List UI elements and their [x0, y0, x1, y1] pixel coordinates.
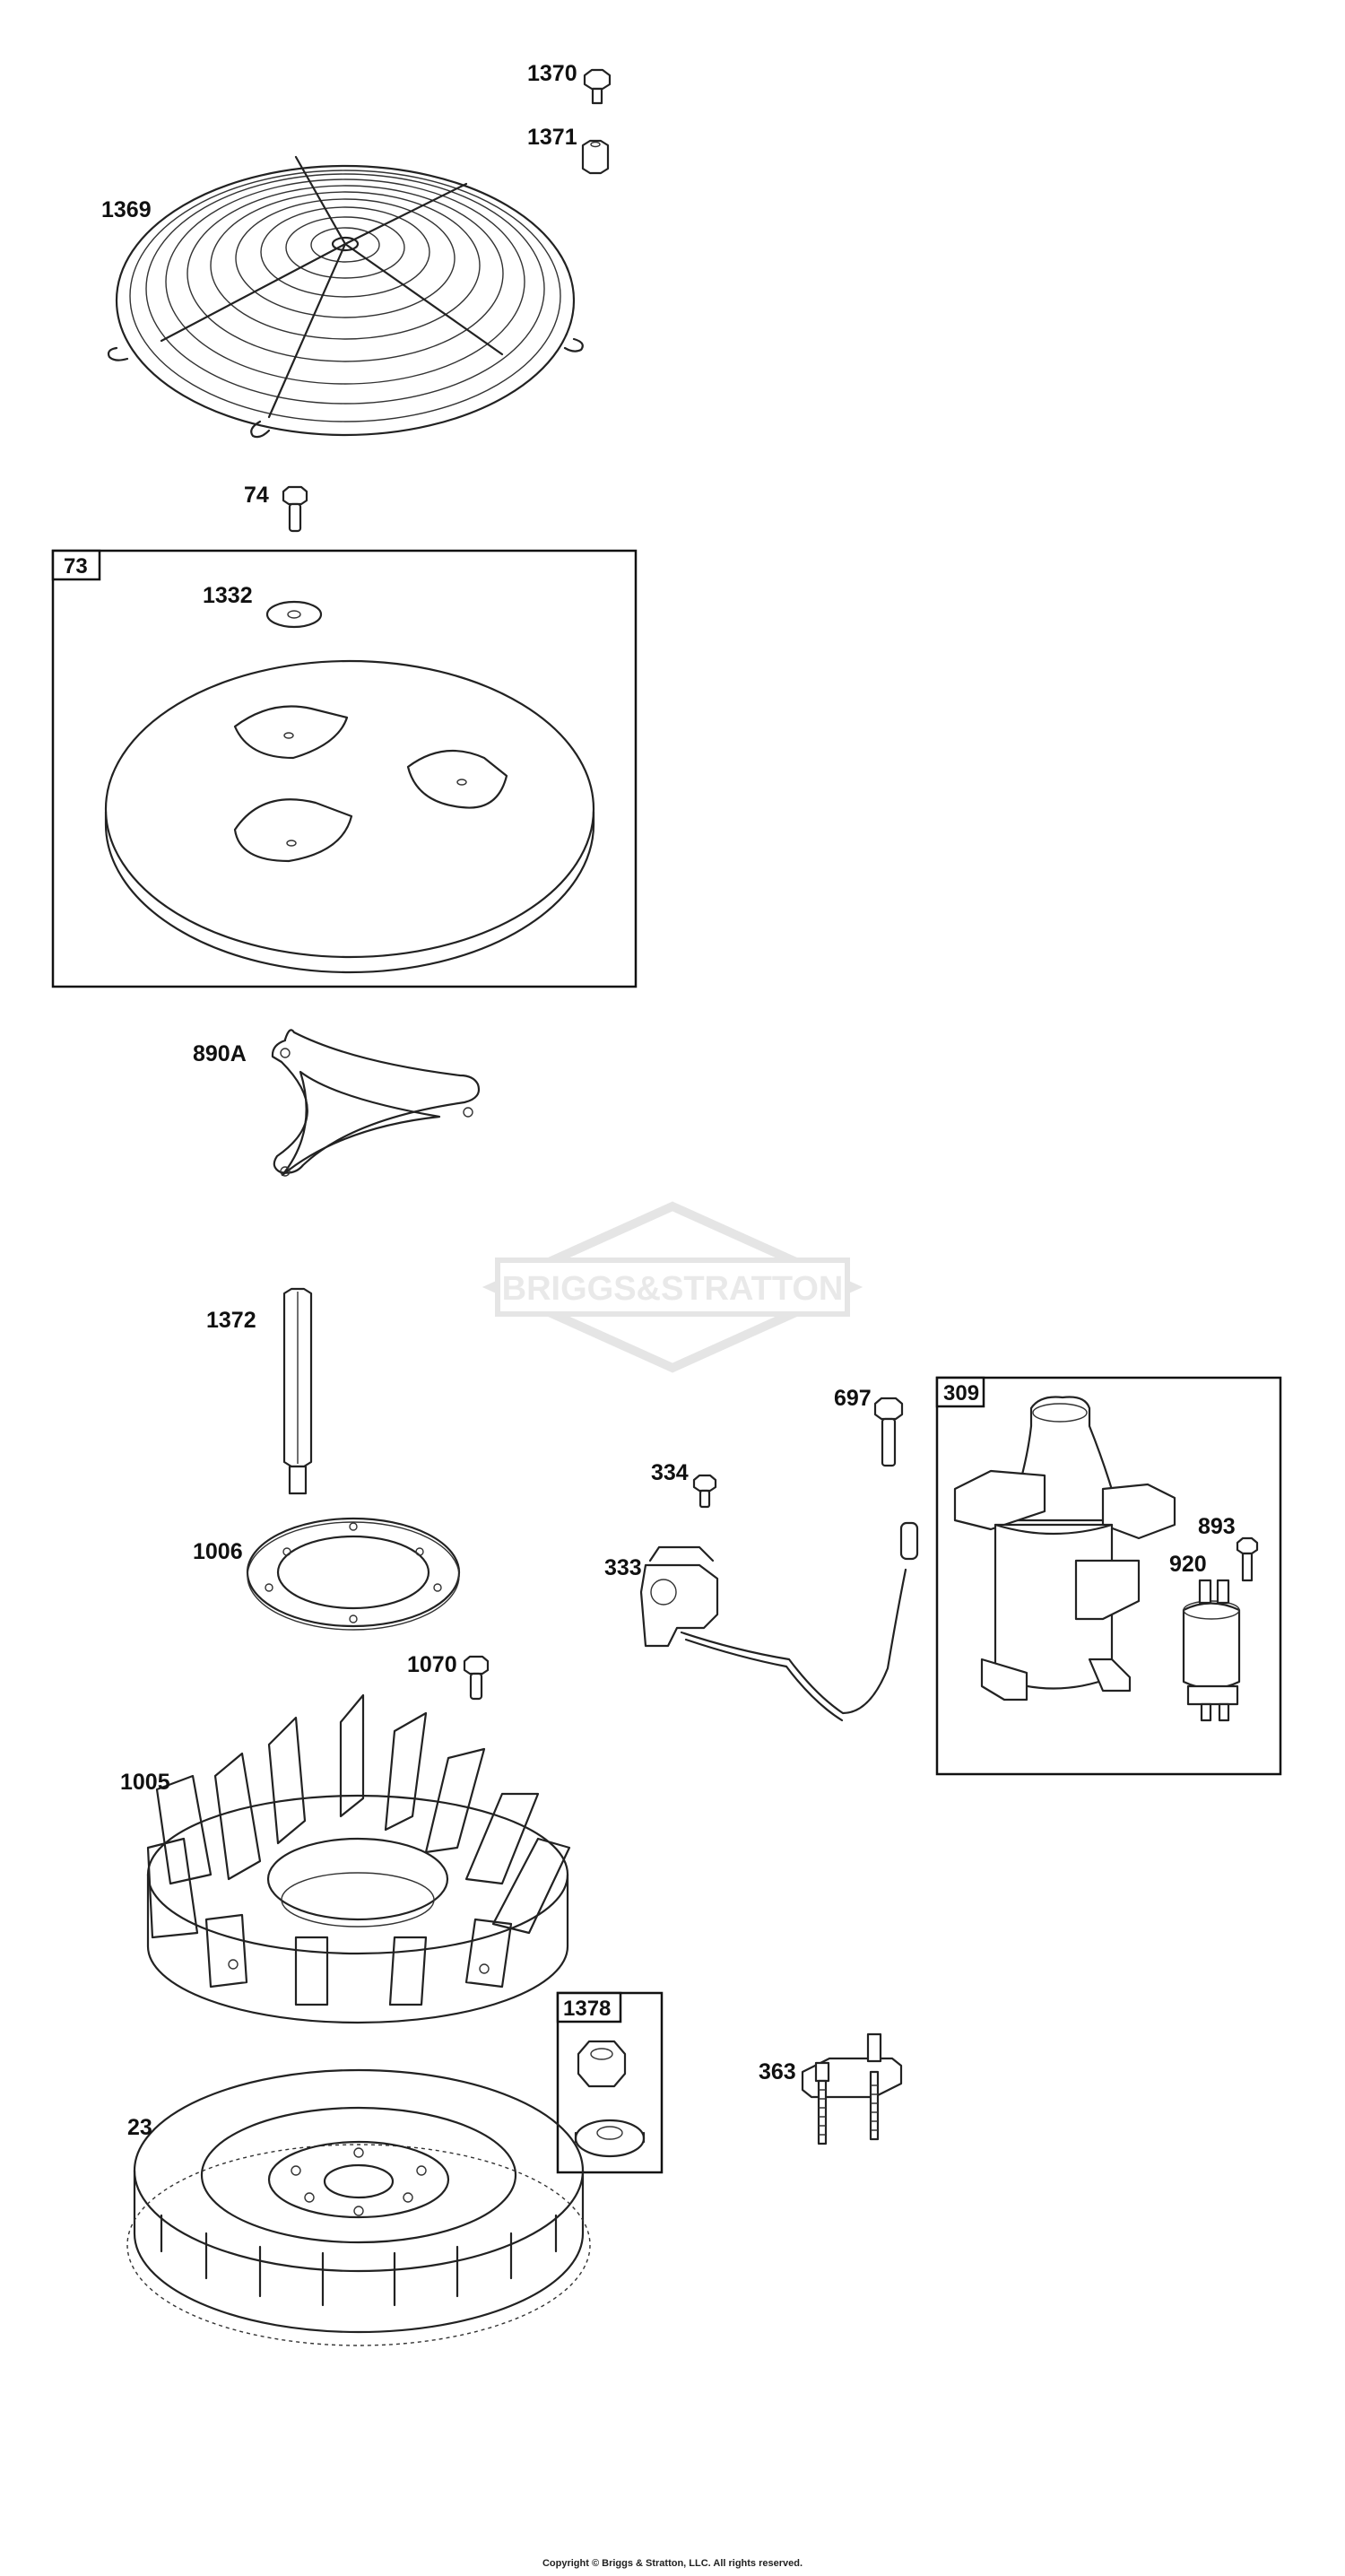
part-890A-bracket: [271, 1029, 481, 1177]
part-1372-standoff: [282, 1287, 313, 1495]
part-74-bolt: [282, 485, 308, 533]
part-1332-washer: [265, 600, 323, 629]
part-309-starter-motor: [953, 1396, 1176, 1701]
part-1369-fan-guard: [107, 155, 584, 439]
label-23: 23: [127, 2115, 152, 2140]
part-23-flywheel: [126, 2068, 591, 2346]
part-697-bolt: [873, 1397, 904, 1467]
part-363-bracket: [801, 2032, 903, 2145]
part-893-screw: [1236, 1536, 1259, 1582]
label-1332: 1332: [203, 583, 253, 608]
part-1378-washer: [574, 2119, 646, 2158]
label-1070: 1070: [407, 1652, 457, 1677]
label-1005: 1005: [120, 1770, 170, 1795]
kit-box-1378: 1378: [556, 1991, 664, 2174]
part-1378-nut: [577, 2040, 627, 2088]
label-334: 334: [651, 1460, 689, 1485]
label-890A: 890A: [193, 1041, 247, 1066]
part-1006-ring-plate: [246, 1517, 461, 1631]
label-1370: 1370: [527, 61, 577, 86]
part-920-solenoid: [1182, 1579, 1241, 1722]
label-1369: 1369: [101, 197, 152, 222]
copyright-notice: Copyright © Briggs & Stratton, LLC. All …: [542, 2558, 803, 2569]
label-920: 920: [1169, 1552, 1207, 1577]
part-333-ignition-coil: [639, 1521, 919, 1722]
label-893: 893: [1198, 1514, 1236, 1539]
label-1372: 1372: [206, 1308, 256, 1333]
box-label-309: 309: [943, 1381, 979, 1405]
part-1005-fan: [146, 1693, 571, 2024]
label-697: 697: [834, 1386, 872, 1411]
kit-box-309: 309: [935, 1376, 1282, 1776]
part-1371-nut: [581, 139, 610, 175]
label-363: 363: [759, 2059, 796, 2084]
watermark-logo: BRIGGS&STRATTON: [482, 1201, 863, 1373]
box-label-1378: 1378: [563, 1997, 611, 2021]
label-1371: 1371: [527, 125, 577, 150]
box-label-73: 73: [64, 554, 88, 579]
part-334-bolt: [692, 1474, 717, 1509]
label-333: 333: [604, 1555, 642, 1580]
label-1006: 1006: [193, 1539, 243, 1564]
watermark-text: BRIGGS&STRATTON: [502, 1270, 844, 1308]
kit-box-73: 73: [51, 549, 638, 988]
part-1070-bolt: [463, 1655, 490, 1701]
part-73-blower-plate: [104, 659, 595, 974]
label-74: 74: [244, 483, 269, 508]
part-1370-bolt: [583, 68, 612, 105]
